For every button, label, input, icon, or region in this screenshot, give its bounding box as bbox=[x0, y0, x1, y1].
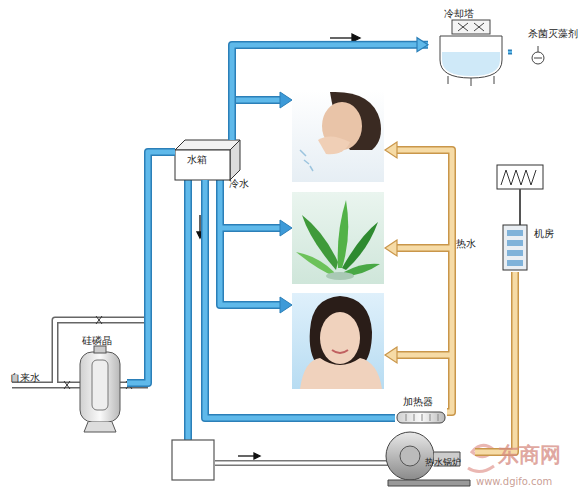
photo-woman bbox=[292, 293, 384, 389]
cooling-tower-node: 冷却塔 bbox=[428, 4, 508, 78]
machine-room-node: 机房 bbox=[500, 222, 560, 272]
expansion-tank bbox=[172, 440, 214, 480]
water-tank-node: 水箱 bbox=[175, 140, 235, 180]
cold-water-pipe bbox=[508, 51, 512, 52]
filter-node: 硅磷晶 bbox=[72, 335, 127, 435]
pipe-fill bbox=[475, 272, 515, 452]
pipe-outline bbox=[475, 272, 515, 452]
photo-face-washing bbox=[292, 90, 384, 182]
node-label: 机房 bbox=[534, 228, 554, 240]
cold-water-pipe bbox=[232, 38, 428, 140]
node-label: 冷却塔 bbox=[444, 8, 474, 20]
flow-arrowhead bbox=[385, 142, 397, 363]
dosing-pump bbox=[532, 46, 544, 64]
water-tank bbox=[175, 140, 240, 180]
return-pipe bbox=[215, 463, 388, 464]
photo-plant bbox=[292, 192, 384, 284]
watermark: 东商网 bbox=[498, 443, 561, 468]
filter-tank bbox=[80, 346, 120, 432]
heater bbox=[397, 412, 445, 423]
cold-water-pipe bbox=[205, 180, 395, 418]
pipe-fill bbox=[205, 180, 395, 418]
pipe-outline bbox=[232, 45, 428, 140]
pipe-fill bbox=[127, 152, 175, 383]
node-label: 水箱 bbox=[187, 154, 207, 166]
inlet-label: 自来水 bbox=[10, 372, 40, 384]
pipe-outline bbox=[205, 180, 395, 418]
node-label: 加热器 bbox=[403, 396, 433, 408]
cold-water-pipe bbox=[127, 152, 175, 383]
hot-water-pipe bbox=[475, 272, 515, 452]
boiler-node: 热水锅炉 bbox=[385, 430, 475, 480]
pipe-label: 冷水 bbox=[229, 178, 249, 190]
pipe-fill bbox=[508, 51, 512, 53]
flow-arrowhead bbox=[280, 92, 292, 313]
pipe-outline bbox=[127, 152, 175, 383]
node-label: 热水锅炉 bbox=[425, 456, 461, 468]
watermark-url: www.dgifo.com bbox=[476, 476, 552, 488]
node-label: 硅磷晶 bbox=[82, 335, 112, 347]
arrowhead bbox=[417, 38, 428, 52]
node-label: 杀菌灭藻剂 bbox=[528, 28, 578, 40]
boiler bbox=[386, 432, 470, 486]
cooling-tower bbox=[440, 20, 502, 86]
pipe-outline bbox=[508, 49, 512, 54]
pipe-fill bbox=[232, 45, 428, 140]
machine-room bbox=[497, 165, 543, 270]
hot-water-pipe bbox=[394, 150, 452, 412]
dosing-pump-node: 杀菌灭藻剂 bbox=[512, 26, 580, 72]
watermark-logo bbox=[468, 445, 494, 471]
pipe-label: 热水 bbox=[456, 238, 476, 250]
heater-node: 加热器 bbox=[395, 396, 447, 426]
